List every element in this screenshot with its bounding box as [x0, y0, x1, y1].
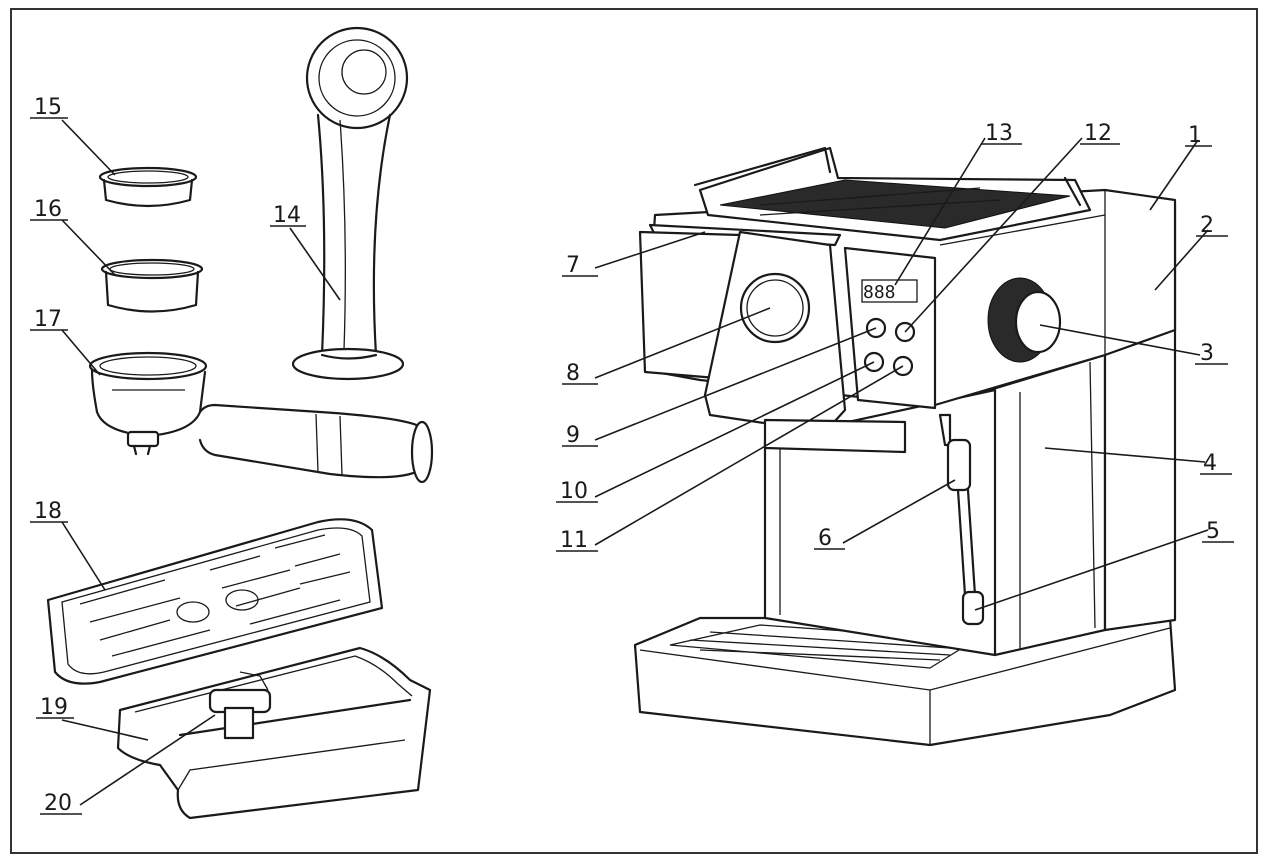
- callout-16: 16: [34, 197, 62, 222]
- callout-20: 20: [44, 791, 72, 816]
- callout-12: 12: [1084, 121, 1112, 146]
- callout-14: 14: [273, 203, 301, 228]
- espresso-machine: 888: [633, 146, 1177, 747]
- svg-text:888: 888: [863, 282, 896, 303]
- portafilter: [88, 351, 434, 484]
- callout-8: 8: [566, 361, 580, 386]
- callout-7: 7: [566, 253, 580, 278]
- leader-lines: [61, 119, 1209, 806]
- callout-15: 15: [34, 95, 62, 120]
- callout-3: 3: [1200, 341, 1214, 366]
- callout-6: 6: [818, 526, 832, 551]
- water-level-float: [208, 671, 272, 740]
- filter-basket-double: [100, 258, 204, 313]
- callout-9: 9: [566, 423, 580, 448]
- diagram-frame: [10, 8, 1258, 854]
- callout-18: 18: [34, 499, 62, 524]
- coffee-tamper: [291, 26, 409, 381]
- callout-5: 5: [1206, 519, 1220, 544]
- drip-tray-box: [116, 646, 432, 820]
- callout-numbers: 1 2 3 4 5 6 7 8 9 10 11 12 13 1: [30, 95, 1234, 816]
- callout-13: 13: [985, 121, 1013, 146]
- callout-2: 2: [1200, 213, 1214, 238]
- callout-1: 1: [1188, 123, 1202, 148]
- callout-11: 11: [560, 528, 588, 553]
- callout-19: 19: [40, 695, 68, 720]
- callout-17: 17: [34, 307, 62, 332]
- drip-tray-grid: [46, 518, 384, 685]
- filter-basket-single: [98, 166, 198, 208]
- callout-10: 10: [560, 479, 588, 504]
- callout-4: 4: [1203, 451, 1217, 476]
